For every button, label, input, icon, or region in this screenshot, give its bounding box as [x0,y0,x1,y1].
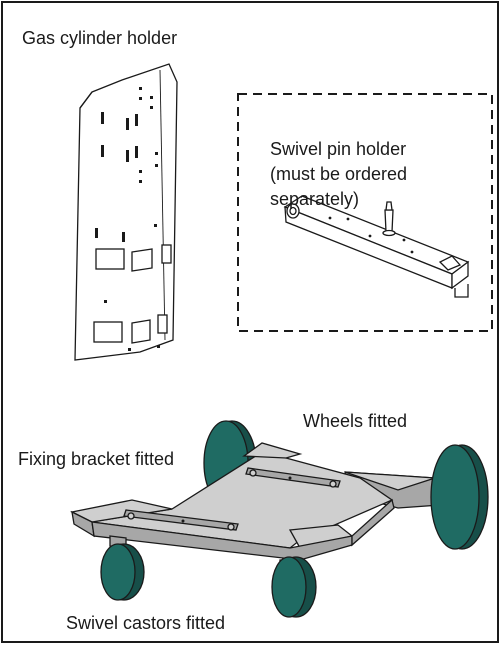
trolley-base [70,420,489,618]
optional-part-dashed-box [237,93,493,332]
label-swivel-pin-holder: Swivel pin holder (must be ordered separ… [270,137,480,212]
castor-front-right [271,556,317,618]
castor-front-left [100,535,145,601]
label-swivel-pin-line-2: (must be ordered [270,164,408,184]
label-swivel-castors-fitted: Swivel castors fitted [66,613,226,633]
label-wheels-fitted: Wheels fitted [303,411,408,431]
label-swivel-pin-line-1: Swivel pin holder [270,139,407,159]
label-gas-cylinder-holder: Gas cylinder holder [22,28,178,48]
fixing-bracket-rear [245,467,341,488]
swivel-pin-holder-part [283,195,470,298]
gas-cylinder-holder-panel [74,63,178,361]
label-swivel-pin-line-3: separately) [270,189,360,209]
label-fixing-bracket-fitted: Fixing bracket fitted [18,449,175,469]
fixing-bracket-front [123,509,239,531]
wheel-rear-right [430,444,489,550]
